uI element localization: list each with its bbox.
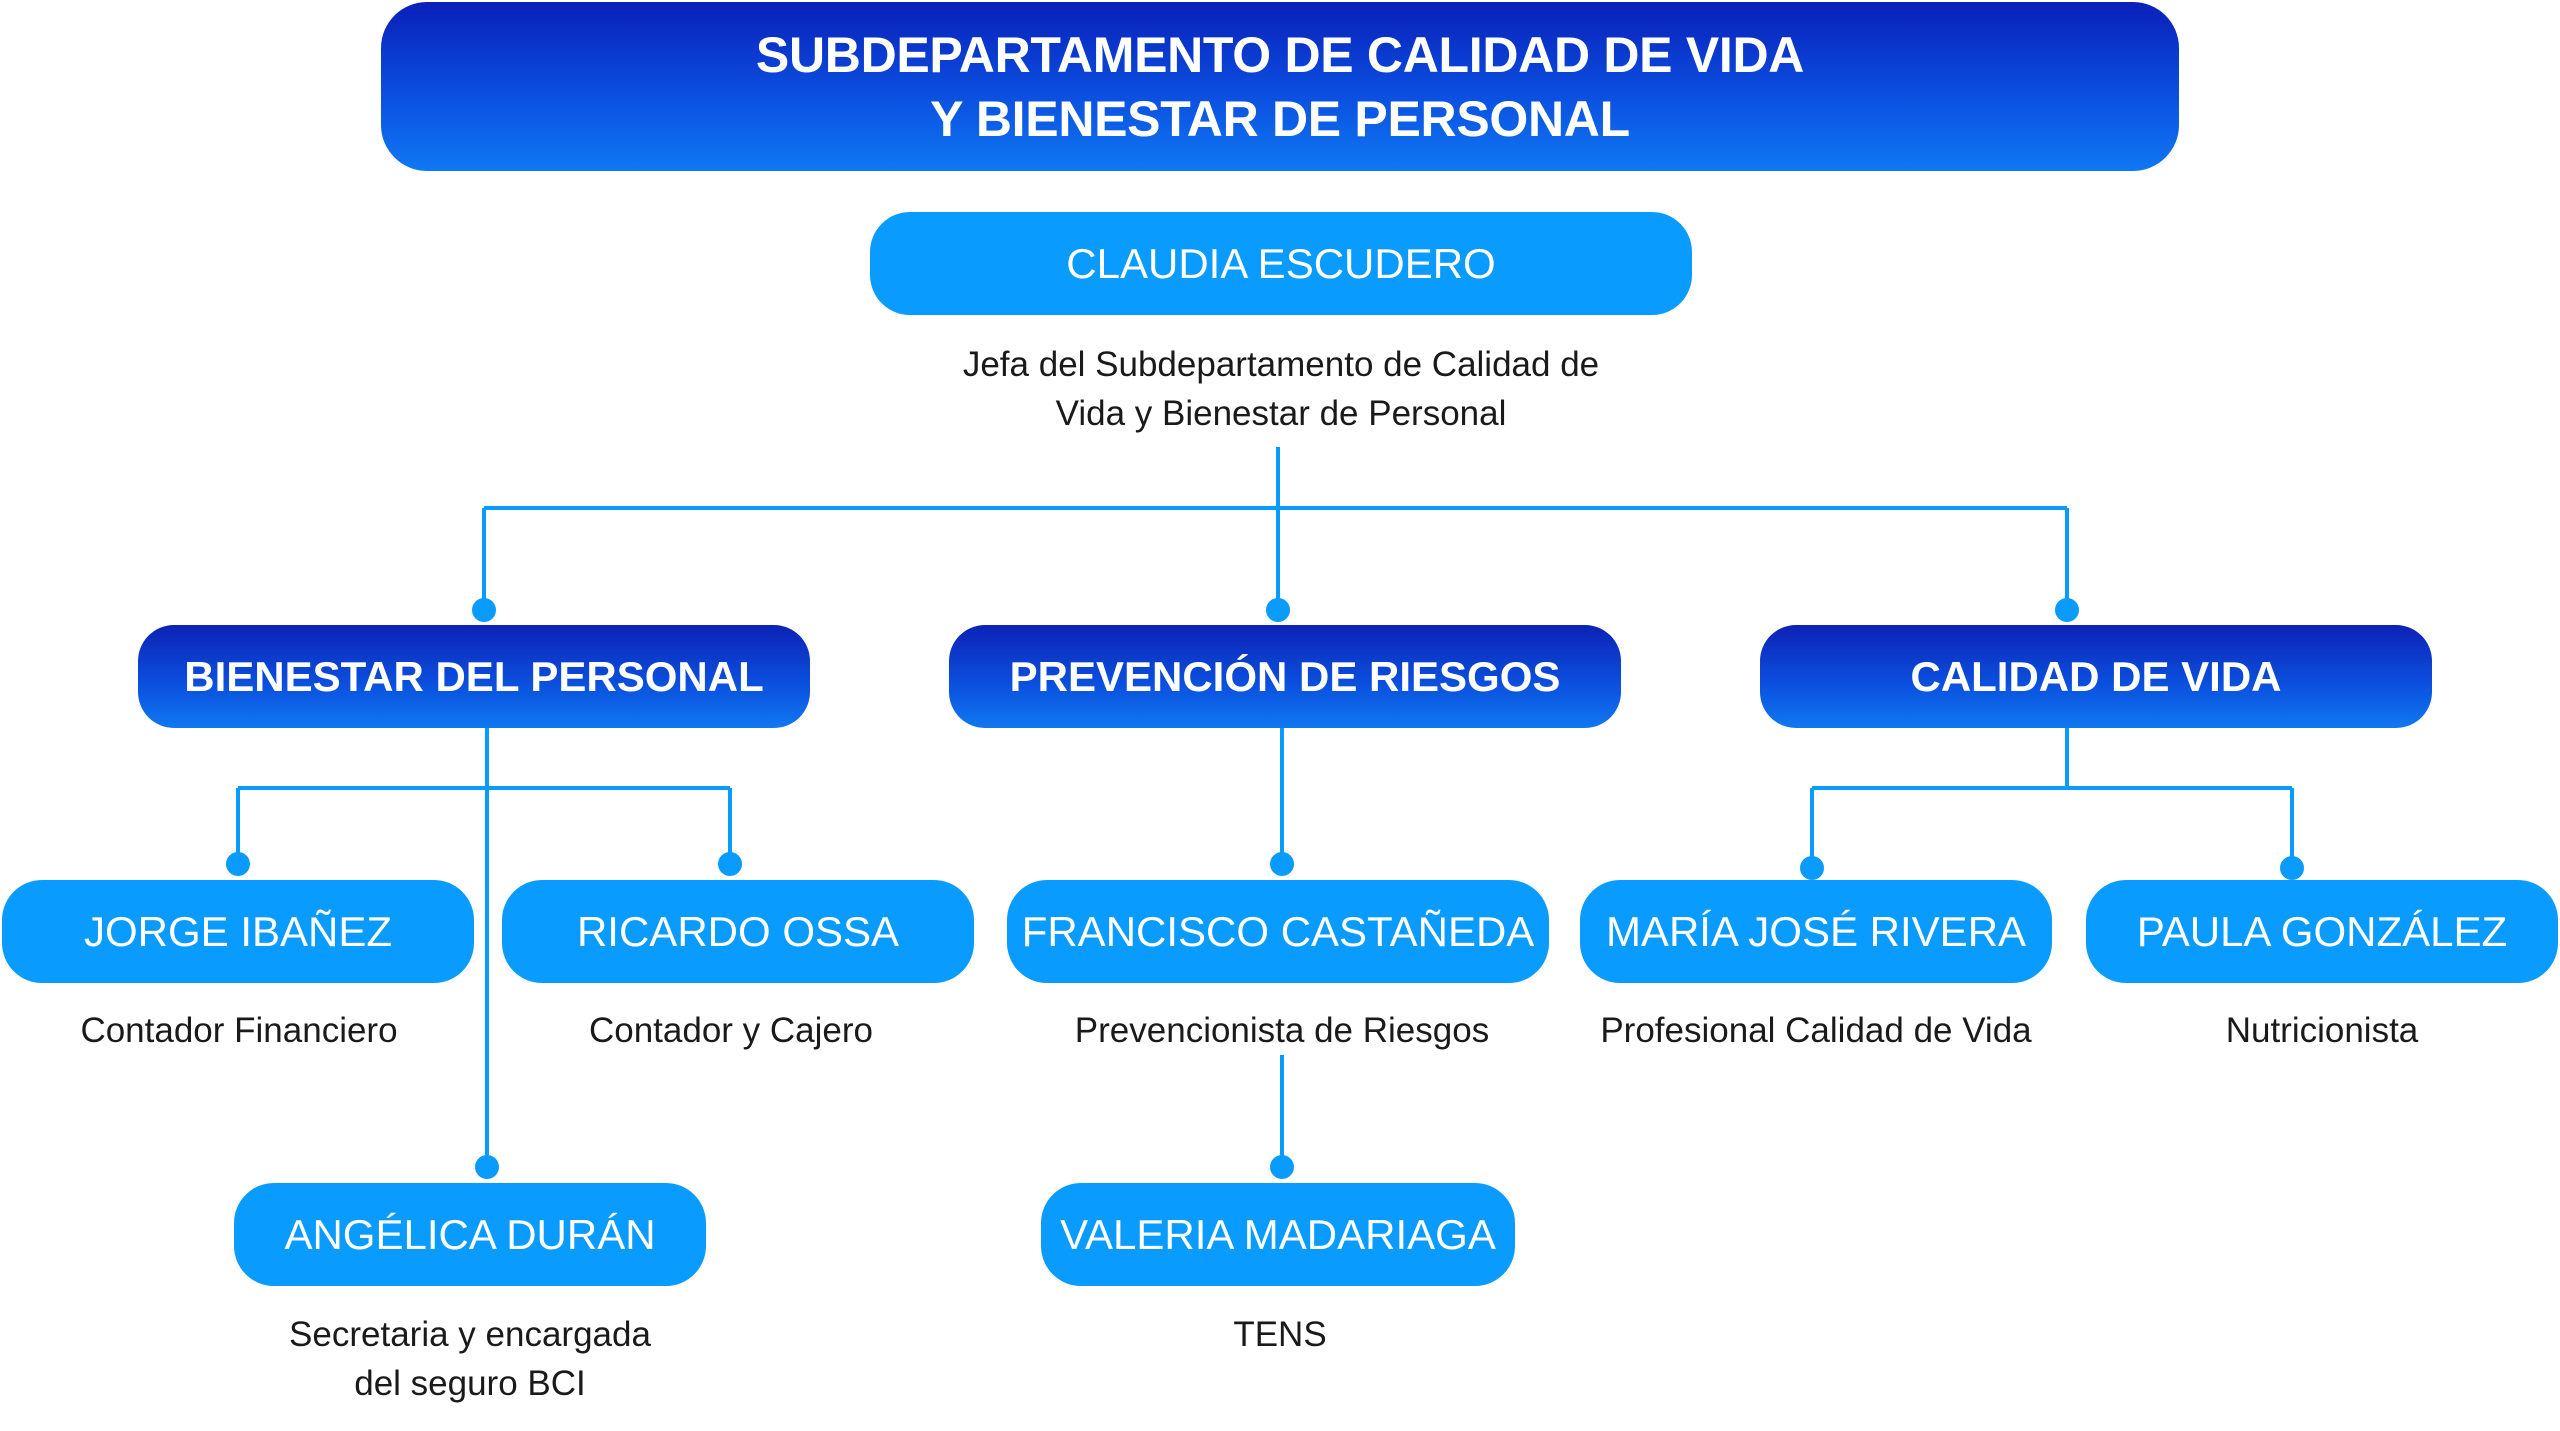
person-valeria-name: VALERIA MADARIAGA bbox=[1060, 1210, 1496, 1258]
connector-dot bbox=[2055, 598, 2079, 622]
connector-dot bbox=[1266, 598, 1290, 622]
person-valeria-role: TENS bbox=[1233, 1315, 1327, 1354]
person-ricardo-role: Contador y Cajero bbox=[588, 1011, 874, 1050]
person-francisco-box: FRANCISCO CASTAÑEDA bbox=[1007, 880, 1549, 983]
org-title-line1: SUBDEPARTAMENTO DE CALIDAD DE VIDA bbox=[755, 26, 1805, 83]
dept-prevencion-box: PREVENCIÓN DE RIESGOS bbox=[949, 625, 1621, 728]
person-valeria-box: VALERIA MADARIAGA bbox=[1041, 1183, 1515, 1286]
dept-calidad-box: CALIDAD DE VIDA bbox=[1760, 625, 2432, 728]
person-maria-role: Profesional Calidad de Vida bbox=[1600, 1011, 2032, 1050]
dept-calidad-name: CALIDAD DE VIDA bbox=[1910, 652, 2282, 700]
connector-dot bbox=[475, 1155, 499, 1179]
connector-dot bbox=[226, 852, 250, 876]
person-jorge-box: JORGE IBAÑEZ bbox=[2, 880, 474, 983]
person-paula-box: PAULA GONZÁLEZ bbox=[2086, 880, 2558, 983]
connector-dot bbox=[718, 852, 742, 876]
connector-dot bbox=[1270, 852, 1294, 876]
person-jorge-name: JORGE IBAÑEZ bbox=[83, 907, 393, 955]
head-role-line2: Vida y Bienestar de Personal bbox=[1055, 394, 1507, 433]
person-maria-box: MARÍA JOSÉ RIVERA bbox=[1580, 880, 2052, 983]
person-ricardo-name: RICARDO OSSA bbox=[576, 907, 900, 955]
person-jorge-role: Contador Financiero bbox=[80, 1011, 398, 1050]
head-name: CLAUDIA ESCUDERO bbox=[1066, 239, 1496, 287]
dept-bienestar-name: BIENESTAR DEL PERSONAL bbox=[184, 652, 764, 700]
head-role-line1: Jefa del Subdepartamento de Calidad de bbox=[962, 345, 1600, 384]
org-title-line2: Y BIENESTAR DE PERSONAL bbox=[930, 90, 1630, 147]
person-ricardo-box: RICARDO OSSA bbox=[502, 880, 974, 983]
head-name-box: CLAUDIA ESCUDERO bbox=[870, 212, 1692, 315]
connector-dot bbox=[1800, 856, 1824, 880]
org-title-banner: SUBDEPARTAMENTO DE CALIDAD DE VIDA Y BIE… bbox=[381, 2, 2179, 171]
person-angelica-name: ANGÉLICA DURÁN bbox=[284, 1210, 656, 1258]
connector-dot bbox=[472, 598, 496, 622]
dept-prevencion-name: PREVENCIÓN DE RIESGOS bbox=[1009, 652, 1561, 700]
head-role: Jefa del Subdepartamento de Calidad de V… bbox=[830, 340, 1732, 438]
person-paula-role: Nutricionista bbox=[2225, 1011, 2419, 1050]
person-francisco-name: FRANCISCO CASTAÑEDA bbox=[1021, 907, 1535, 955]
person-angelica-role-line1: Secretaria y encargada bbox=[289, 1315, 651, 1354]
person-francisco-role: Prevencionista de Riesgos bbox=[1074, 1011, 1490, 1050]
person-maria-name: MARÍA JOSÉ RIVERA bbox=[1605, 907, 2027, 955]
connector-dot bbox=[2280, 856, 2304, 880]
connector-dot bbox=[1270, 1155, 1294, 1179]
person-angelica-box: ANGÉLICA DURÁN bbox=[234, 1183, 706, 1286]
person-angelica-role: Secretaria y encargada del seguro BCI bbox=[220, 1310, 720, 1408]
person-paula-name: PAULA GONZÁLEZ bbox=[2136, 907, 2508, 955]
person-angelica-role-line2: del seguro BCI bbox=[354, 1364, 586, 1403]
dept-bienestar-box: BIENESTAR DEL PERSONAL bbox=[138, 625, 810, 728]
